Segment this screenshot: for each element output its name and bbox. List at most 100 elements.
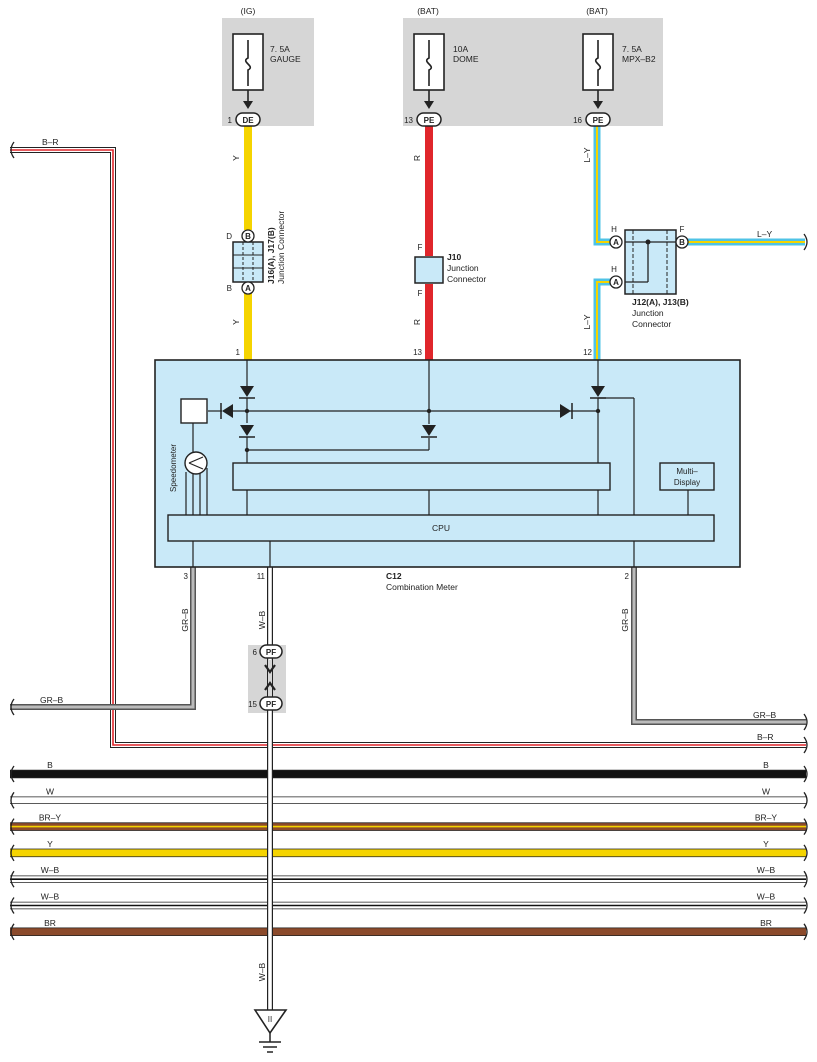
diode-pin1 [239, 386, 255, 399]
break-mark-br [10, 141, 15, 159]
meter-pin11: 11 [257, 572, 266, 581]
meter-pin-gauge: 1 [236, 348, 241, 357]
bus-wire-label-right: BR [760, 918, 772, 928]
wire-grb-right [631, 565, 806, 725]
conn-pf-bottom: PF [259, 696, 283, 711]
fuse-gauge [232, 33, 264, 109]
break-mark-grb-right [803, 713, 808, 731]
meter-pin-mpx: 12 [583, 348, 592, 357]
break-mark [803, 818, 808, 835]
multi-display-label-2: Display [674, 478, 700, 487]
wire-ly-lower [593, 278, 616, 362]
diode-pin12 [590, 386, 606, 399]
break-mark [803, 765, 808, 783]
j12-in2-pin: H [611, 265, 617, 274]
pin-fuse-mpx: 16 [573, 116, 582, 125]
j10-title: J10 [447, 252, 461, 262]
wire-label-grb-left: GR–B [40, 695, 63, 705]
fuse-rating-dome: 10A [453, 44, 468, 54]
cpu-label: CPU [432, 523, 450, 533]
bus-wire-label-right: Y [763, 839, 769, 849]
break-mark [803, 897, 808, 914]
cpu-block [167, 514, 715, 542]
bus-wire-label-right: W–B [757, 865, 776, 875]
break-mark [10, 870, 15, 888]
break-mark-br-right [803, 736, 808, 754]
svg-text:A: A [245, 284, 251, 293]
pf-bottom-pin: 15 [248, 700, 257, 709]
junction-j16: B A [232, 229, 264, 295]
wire-label-r-upper: R [412, 155, 422, 161]
wire-label-r-lower: R [412, 319, 422, 325]
fuse-name-dome: DOME [453, 54, 479, 64]
break-mark [10, 897, 15, 914]
conn-pf-top: PF [259, 644, 283, 659]
bus-wire-label-right: W [762, 786, 770, 796]
multi-display-label-1: Multi– [676, 467, 698, 476]
bus-wire-label-left: Y [47, 839, 53, 849]
j16-top-pin: D [226, 232, 232, 241]
bus-wire-label-left: BR [44, 918, 56, 928]
meter-junction-dots [244, 408, 601, 453]
fuse-name-mpx: MPX–B2 [622, 54, 656, 64]
svg-text:A: A [613, 278, 619, 287]
break-mark [10, 765, 15, 783]
bus-wire-label-left: BR–Y [39, 813, 62, 823]
wire-label-br-right: B–R [757, 732, 774, 742]
fuse-rating-mpx: 7. 5A [622, 44, 642, 54]
speedometer-label: Speedometer [169, 444, 178, 492]
wire-r-upper [425, 126, 433, 256]
bus-wire-label-right: BR–Y [755, 813, 778, 823]
diode-right [560, 403, 573, 419]
svg-text:B: B [245, 232, 251, 241]
j10-bottom-pin: F [418, 289, 423, 298]
fuse-mpx [582, 33, 614, 109]
meter-internal [185, 360, 689, 567]
svg-text:PE: PE [593, 116, 604, 125]
wire-label-ly-lower: L–Y [582, 314, 592, 329]
break-mark [803, 923, 808, 941]
meter-code: C12 [386, 571, 402, 581]
wire-label-grb-pin2: GR–B [620, 608, 630, 631]
svg-text:PF: PF [266, 700, 276, 709]
break-mark-grb [10, 698, 15, 716]
wire-label-ly-upper: L–Y [582, 147, 592, 162]
wire-label-grb-right: GR–B [753, 710, 776, 720]
pin-fuse-dome: 13 [404, 116, 413, 125]
wire-label-wb-upper: W–B [257, 610, 267, 629]
fuse-source-mpx: (BAT) [586, 6, 608, 16]
junction-j10 [414, 256, 444, 284]
j12-subtitle2: Connector [632, 319, 671, 329]
wire-label-br-left: B–R [42, 137, 59, 147]
diode-pin13 [421, 425, 437, 438]
j12-in1-pin: H [611, 225, 617, 234]
wire-y-upper [244, 126, 252, 230]
break-mark [10, 923, 15, 941]
diode-pin1-lower [239, 425, 255, 438]
wire-label-y-upper: Y [231, 155, 241, 161]
fuse-dome [413, 33, 445, 109]
svg-text:DE: DE [242, 116, 254, 125]
j10-subtitle: Junction [447, 263, 479, 273]
conn-pe-dome: PE [416, 112, 442, 127]
meter-name: Combination Meter [386, 582, 458, 592]
j16-subtitle: Junction Connector [276, 211, 286, 284]
indicator-box [180, 398, 208, 424]
svg-text:II: II [268, 1015, 272, 1024]
meter-bus-bar [232, 462, 611, 491]
j12-out-pin: F [680, 225, 685, 234]
break-mark-ly-right [803, 233, 808, 251]
meter-pin2: 2 [625, 572, 630, 581]
junction-j12: A A B [609, 229, 689, 295]
bus-wire-label-left: W–B [41, 892, 60, 902]
bus-wire-label-right: B [763, 760, 769, 770]
bus-wire-label-right: W–B [757, 892, 776, 902]
wire-label-y-lower: Y [231, 319, 241, 325]
j12-title: J12(A), J13(B) [632, 297, 689, 307]
fuse-source-dome: (BAT) [417, 6, 439, 16]
fuse-name-gauge: GAUGE [270, 54, 301, 64]
fuse-rating-gauge: 7. 5A [270, 44, 290, 54]
conn-de: DE [235, 112, 261, 127]
